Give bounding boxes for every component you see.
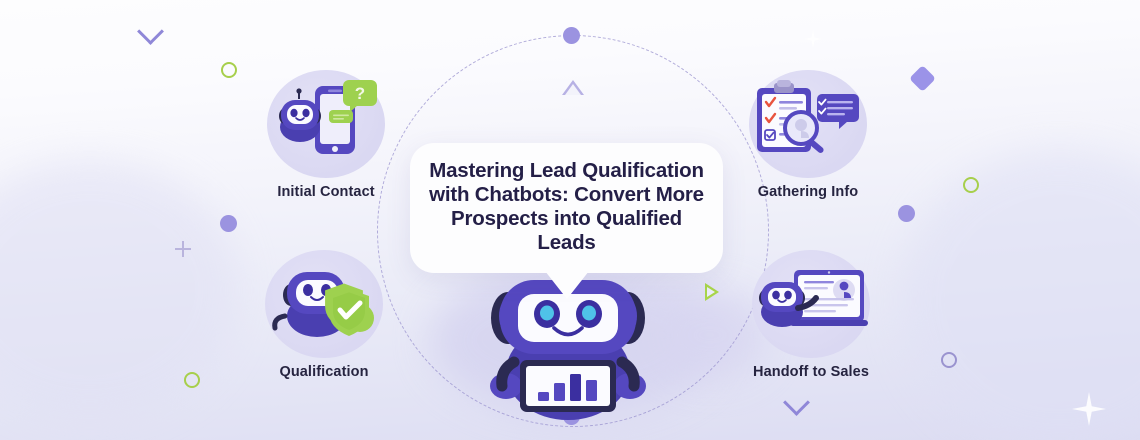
page-title: Mastering Lead Qualification with Chatbo… (429, 159, 704, 254)
diamond-icon (909, 65, 936, 92)
chevron-down-icon (783, 389, 810, 416)
qualification-icon-badge: $ (265, 250, 383, 358)
speech-bubble-tail (544, 270, 589, 299)
node-label-qualification: Qualification (279, 364, 369, 380)
handoff-to-sales-icon-badge (752, 250, 870, 358)
center-chatbot-mascot (448, 250, 688, 430)
node-initial-contact[interactable]: ? Initial Contact (266, 70, 386, 200)
plus-icon (175, 241, 191, 257)
title-speech-bubble: Mastering Lead Qualification with Chatbo… (410, 143, 723, 299)
chevron-down-icon (137, 18, 164, 45)
node-label-gathering-info: Gathering Info (757, 184, 859, 200)
node-gathering-info[interactable]: Gathering Info (748, 70, 868, 200)
bg-blob-right (900, 150, 1140, 440)
node-qualification[interactable]: $ Qualification (264, 250, 384, 380)
orbit-dot-top (563, 27, 580, 44)
clipboard-magnifier-checklist-icon (757, 80, 859, 153)
gathering-info-icon-badge (749, 70, 867, 178)
chatbot-mascot-with-bar-chart-tablet-icon (490, 280, 646, 420)
circle-outline-icon (184, 372, 200, 388)
circle-outline-icon (221, 62, 237, 78)
node-label-handoff-to-sales: Handoff to Sales (753, 364, 869, 380)
chatbot-laptop-profile-icon (759, 270, 868, 327)
node-label-initial-contact: Initial Contact (277, 184, 375, 200)
chatbot-shield-check-dollar-icon: $ (272, 272, 374, 337)
play-triangle-icon (705, 283, 719, 301)
sparkle-icon (804, 30, 822, 48)
circle-outline-icon (941, 352, 957, 368)
node-handoff-to-sales[interactable]: Handoff to Sales (747, 250, 875, 380)
bg-blob-left (0, 160, 240, 420)
chatbot-phone-question-icon: ? (279, 80, 377, 154)
circle-outline-icon (963, 177, 979, 193)
svg-text:?: ? (355, 84, 365, 103)
initial-contact-icon-badge: ? (267, 70, 385, 178)
orbit-dot-left (220, 215, 237, 232)
orbit-dot-right (898, 205, 915, 222)
triangle-outline-icon (562, 80, 584, 95)
